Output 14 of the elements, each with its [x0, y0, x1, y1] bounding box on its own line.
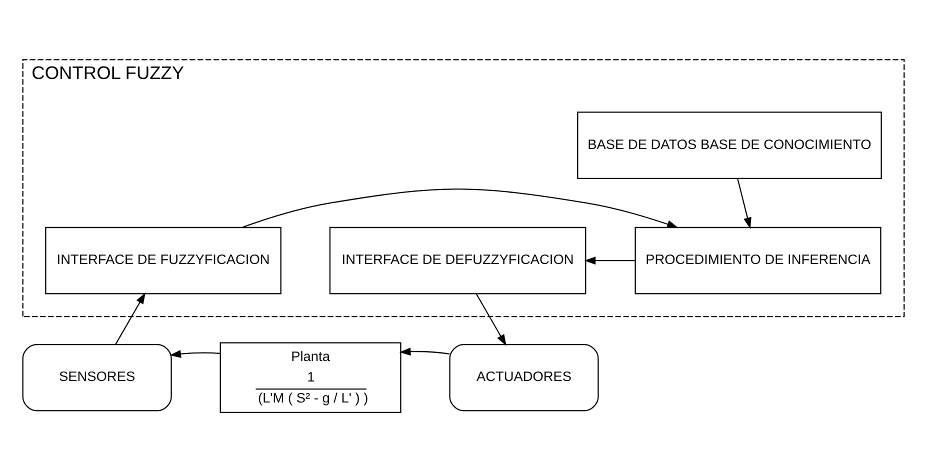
arrow — [115, 292, 146, 345]
arrow — [242, 188, 678, 228]
arrow — [399, 348, 450, 356]
arrow — [737, 178, 752, 229]
arrow — [476, 294, 506, 346]
arrow — [584, 256, 635, 265]
node-box: INTERFACE DE FUZZYFICACION — [45, 226, 282, 294]
node-box: PROCEDIMIENTO DE INFERENCIA — [634, 226, 882, 294]
node-box: SENSORES — [22, 344, 172, 412]
node-box: ACTUADORES — [449, 344, 599, 412]
arrow — [170, 350, 220, 358]
node-box: Planta 1 (L'M ( S² - g / L' ) ) — [220, 342, 402, 413]
node-box: INTERFACE DE DEFUZZYFICACION — [329, 226, 586, 294]
node-box: BASE DE DATOS BASE DE CONOCIMIENTO — [577, 112, 882, 179]
